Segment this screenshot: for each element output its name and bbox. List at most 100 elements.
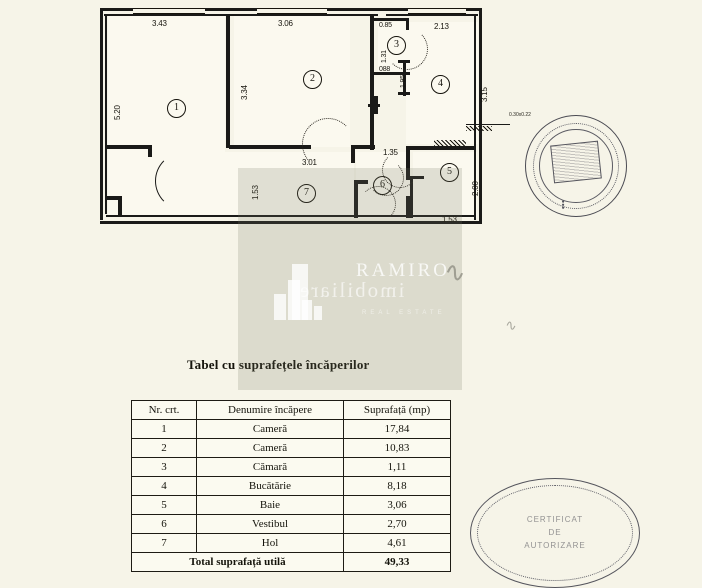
window-bath-hatch bbox=[434, 140, 466, 146]
exterior-wall-bottom bbox=[100, 221, 482, 224]
wall-hall-vert-left bbox=[148, 145, 152, 157]
cell-name: Cameră bbox=[196, 438, 344, 458]
cell-nr: 4 bbox=[131, 476, 197, 496]
cell-area: 1,11 bbox=[343, 457, 451, 477]
wall-hall-top-left bbox=[106, 145, 152, 149]
wall-hall-top-right bbox=[351, 145, 375, 149]
dimension-3-01: 3.01 bbox=[302, 158, 317, 167]
dimension-5-20: 5.20 bbox=[113, 105, 122, 120]
dimension-0-85: 0.85 bbox=[379, 22, 392, 29]
dimension-1-35: 1.35 bbox=[383, 148, 398, 157]
wall-bath-left-top bbox=[410, 176, 424, 179]
dimension-2-13: 2.13 bbox=[434, 22, 449, 31]
exterior-wall-top-left bbox=[100, 8, 382, 11]
table-header-nr: Nr. crt. bbox=[131, 400, 197, 420]
cell-name: Hol bbox=[196, 533, 344, 553]
plan-annotation-note: 0.30x0.22 bbox=[509, 112, 531, 118]
dimension-2-00: 2.00 bbox=[471, 181, 480, 196]
dimension-1-53-hall: 1.53 bbox=[251, 185, 260, 200]
wall-hall-left-stub-v bbox=[118, 196, 122, 216]
cell-nr: 3 bbox=[131, 457, 197, 477]
total-label: Total suprafață utilă bbox=[131, 552, 344, 572]
stamp-circular-text: ●●● bbox=[526, 116, 626, 216]
window-room-4 bbox=[408, 8, 466, 14]
exterior-wall-bottom-inner bbox=[106, 215, 476, 217]
wall-room3-stub bbox=[398, 60, 410, 63]
room-number-5: 5 bbox=[440, 163, 459, 182]
exterior-wall-right-inner bbox=[474, 16, 476, 220]
wall-room3-stub2 bbox=[398, 92, 410, 95]
floor-plan-drawing: 1 2 3 4 5 6 7 3.43 5.20 3.06 3.34 0.85 1… bbox=[100, 8, 531, 224]
stamp-ring-inner bbox=[533, 123, 619, 209]
dimension-3-06: 3.06 bbox=[278, 19, 293, 28]
oval-stamp-text: CERTIFICAT DE AUTORIZARE bbox=[471, 513, 639, 552]
wall-vestibul-bath-lower bbox=[406, 196, 410, 218]
annotation-leader-line bbox=[466, 124, 510, 125]
wall-hall-left-stub bbox=[106, 196, 122, 200]
total-value: 49,33 bbox=[343, 552, 451, 572]
kitchen-fixture-2 bbox=[368, 104, 380, 107]
room-number-1: 1 bbox=[167, 99, 186, 118]
dimension-1-95: 1.95 bbox=[400, 75, 407, 88]
cell-name: Baie bbox=[196, 495, 344, 515]
interior-wall-1-2 bbox=[226, 14, 230, 148]
cell-nr: 6 bbox=[131, 514, 197, 534]
dimension-3-43: 3.43 bbox=[152, 19, 167, 28]
architect-round-stamp: ●●● bbox=[525, 115, 627, 217]
table-header-row: Nr. crt. Denumire încăpere Suprafață (mp… bbox=[131, 400, 451, 420]
table-header-area: Suprafață (mp) bbox=[343, 400, 451, 420]
wall-hol-vestibul bbox=[354, 180, 358, 218]
cell-nr: 2 bbox=[131, 438, 197, 458]
cell-name: Vestibul bbox=[196, 514, 344, 534]
exterior-wall-top-right-inner bbox=[386, 14, 478, 16]
stamp-text-a: ●●● bbox=[560, 200, 567, 210]
table-title: Tabel cu suprafețele încăperilor bbox=[187, 357, 370, 372]
wall-room3-bottom bbox=[374, 72, 410, 75]
oval-stamp-line-3: AUTORIZARE bbox=[524, 541, 586, 550]
cell-name: Bucătărie bbox=[196, 476, 344, 496]
dimension-0-88: 088 bbox=[379, 66, 391, 73]
oval-stamp-line-1: CERTIFICAT bbox=[526, 515, 584, 524]
table-row: 3 Cămară 1,11 bbox=[131, 457, 451, 477]
interior-wall-2-4 bbox=[370, 14, 374, 150]
wall-room3-right-lower bbox=[403, 60, 406, 96]
room-2-fill bbox=[234, 16, 350, 147]
room-5-fill bbox=[413, 152, 477, 218]
room-number-4: 4 bbox=[431, 75, 450, 94]
door-arc-room-1 bbox=[155, 152, 213, 210]
cell-area: 8,18 bbox=[343, 476, 451, 496]
room-number-7: 7 bbox=[297, 184, 316, 203]
cell-area: 17,84 bbox=[343, 419, 451, 439]
floor-plan-document: 1 2 3 4 5 6 7 3.43 5.20 3.06 3.34 0.85 1… bbox=[100, 8, 640, 588]
exterior-wall-right bbox=[479, 8, 482, 224]
cell-nr: 7 bbox=[131, 533, 197, 553]
room-7-fill bbox=[120, 152, 354, 216]
exterior-wall-left bbox=[100, 8, 103, 220]
dimension-1-53-bath: 1.53 bbox=[442, 215, 457, 224]
table-row: 4 Bucătărie 8,18 bbox=[131, 476, 451, 496]
cell-name: Cămară bbox=[196, 457, 344, 477]
annotation-hatch bbox=[466, 126, 492, 131]
wall-hol-vestibul-stub bbox=[354, 180, 368, 184]
dimension-3-15: 3.15 bbox=[480, 87, 489, 102]
oval-stamp-line-2: DE bbox=[548, 528, 562, 537]
table-row: 6 Vestibul 2,70 bbox=[131, 514, 451, 534]
table-header-name: Denumire încăpere bbox=[196, 400, 344, 420]
cell-area: 2,70 bbox=[343, 514, 451, 534]
cell-area: 3,06 bbox=[343, 495, 451, 515]
room-number-3: 3 bbox=[387, 36, 406, 55]
wall-hall-top-mid bbox=[229, 145, 311, 149]
table-row: 5 Baie 3,06 bbox=[131, 495, 451, 515]
wall-room3-top bbox=[374, 18, 408, 21]
cell-nr: 1 bbox=[131, 419, 197, 439]
wall-bath-left bbox=[410, 176, 413, 218]
table-row: 7 Hol 4,61 bbox=[131, 533, 451, 553]
authorization-oval-stamp: CERTIFICAT DE AUTORIZARE bbox=[470, 478, 640, 588]
cell-nr: 5 bbox=[131, 495, 197, 515]
wall-bath-top bbox=[406, 146, 476, 150]
window-room-2 bbox=[257, 8, 327, 14]
room-number-6: 6 bbox=[373, 176, 392, 195]
cell-area: 4,61 bbox=[343, 533, 451, 553]
table-total-row: Total suprafață utilă 49,33 bbox=[131, 552, 451, 572]
room-number-2: 2 bbox=[303, 70, 322, 89]
